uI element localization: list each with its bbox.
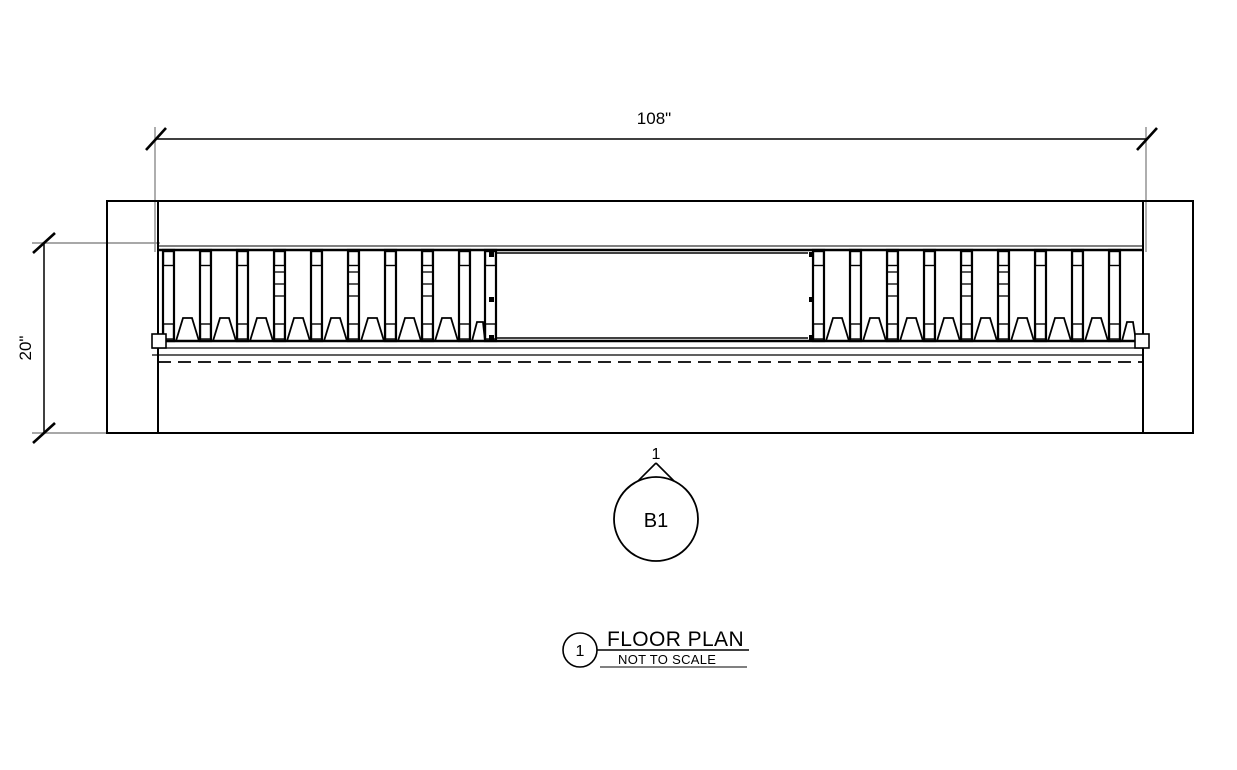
plan-title: FLOOR PLAN bbox=[607, 628, 744, 651]
web-taper bbox=[286, 317, 311, 342]
outer-slab-outline bbox=[106, 200, 1194, 434]
web-taper bbox=[973, 317, 998, 342]
web-taper bbox=[471, 321, 486, 342]
joist-group-right bbox=[811, 248, 1137, 343]
section-marker-detail-number: 1 bbox=[652, 446, 661, 463]
web-taper bbox=[1121, 321, 1137, 342]
web-taper bbox=[899, 317, 924, 342]
node-dot bbox=[809, 252, 814, 257]
web-taper bbox=[862, 317, 887, 342]
web-taper bbox=[1010, 317, 1035, 342]
node-dot bbox=[809, 335, 814, 340]
horizontal-dimension: 108" bbox=[145, 109, 1158, 252]
horizontal-dimension-label: 108" bbox=[637, 109, 671, 128]
web-taper bbox=[212, 317, 237, 342]
web-taper bbox=[397, 317, 422, 342]
section-marker-sheet-ref: B1 bbox=[644, 510, 668, 532]
web-taper bbox=[1047, 317, 1072, 342]
title-detail-number: 1 bbox=[576, 643, 585, 660]
open-span bbox=[496, 252, 808, 339]
end-closure-right bbox=[1134, 333, 1150, 349]
vertical-dimension-label: 20" bbox=[16, 336, 35, 361]
node-dots bbox=[489, 252, 814, 340]
dimension-tick-right bbox=[1136, 127, 1158, 151]
dimension-tick-top bbox=[32, 232, 56, 254]
end-closures bbox=[151, 333, 1150, 349]
web-taper bbox=[434, 317, 459, 342]
web-taper bbox=[249, 317, 274, 342]
plan-scale-note: NOT TO SCALE bbox=[618, 652, 716, 667]
web-taper bbox=[175, 317, 200, 342]
joist-group-left bbox=[161, 248, 498, 343]
node-dot bbox=[809, 297, 814, 302]
dimension-tick-left bbox=[145, 127, 167, 151]
bottom-rails bbox=[152, 339, 1143, 363]
web-taper bbox=[360, 317, 385, 342]
end-closure-left bbox=[151, 333, 167, 349]
node-dot bbox=[489, 252, 494, 257]
title-block[interactable]: 1 FLOOR PLAN NOT TO SCALE bbox=[562, 628, 749, 668]
web-taper bbox=[936, 317, 961, 342]
floor-plan-geometry bbox=[106, 200, 1194, 434]
web-taper bbox=[1084, 317, 1109, 342]
section-marker[interactable]: B1 1 bbox=[613, 446, 699, 562]
node-dot bbox=[489, 335, 494, 340]
section-marker-circle[interactable] bbox=[613, 476, 699, 562]
node-dot bbox=[489, 297, 494, 302]
dimension-tick-bottom bbox=[32, 422, 56, 444]
web-taper bbox=[323, 317, 348, 342]
vertical-dimension: 20" bbox=[16, 232, 160, 444]
web-taper bbox=[825, 317, 850, 342]
